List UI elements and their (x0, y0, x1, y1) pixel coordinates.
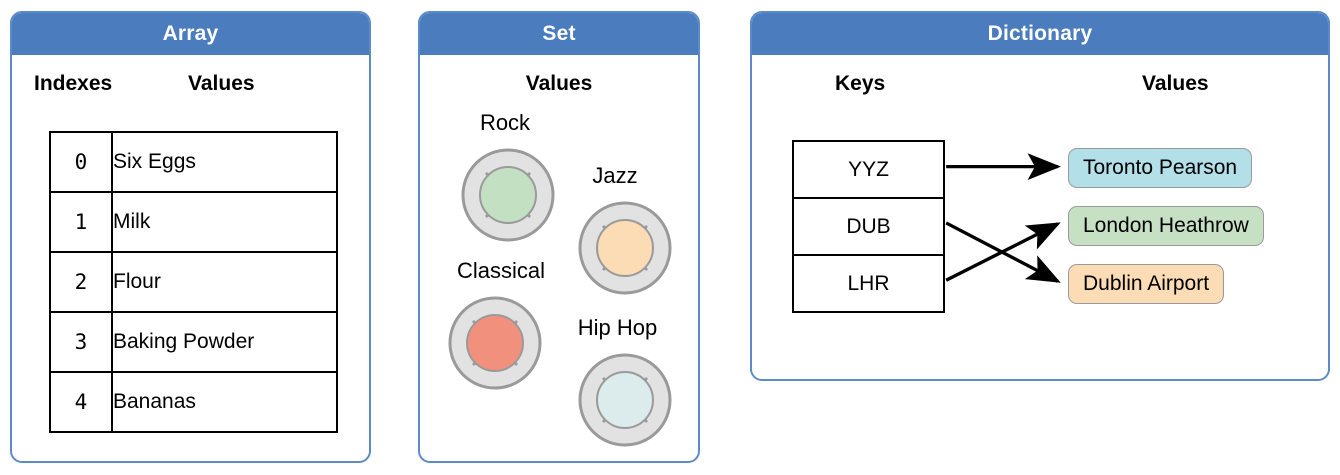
dictionary-key-cell: DUB (792, 197, 945, 256)
set-panel-title: Set (420, 13, 698, 55)
dictionary-value-label: Dublin Airport (1083, 272, 1210, 295)
array-value-cell: Bananas (111, 371, 338, 433)
arrow-lhr-to-heathrow (945, 222, 1061, 282)
table-row: 1 Milk (49, 191, 338, 253)
table-row: 4 Bananas (49, 371, 338, 433)
array-column-header-values: Values (188, 72, 255, 95)
array-panel-title: Array (12, 13, 369, 55)
array-value-cell: Flour (111, 251, 338, 313)
array-index-cell: 0 (49, 131, 113, 193)
dictionary-value-pill-heathrow: London Heathrow (1068, 206, 1264, 246)
array-panel: Array Indexes Values 0 Six Eggs 1 Milk 2 (10, 11, 371, 463)
array-panel-body: Indexes Values 0 Six Eggs 1 Milk 2 Flour (12, 55, 369, 461)
set-item-label: Jazz (592, 163, 638, 188)
array-index-cell: 2 (49, 251, 113, 313)
table-row: 3 Baking Powder (49, 311, 338, 373)
dictionary-value-pill-toronto: Toronto Pearson (1068, 148, 1253, 188)
dictionary-column-header-keys: Keys (835, 72, 886, 95)
array-column-header-indexes: Indexes (34, 72, 113, 95)
record-disc-icon (461, 148, 555, 242)
table-row: DUB (792, 197, 945, 256)
array-index-cell: 1 (49, 191, 113, 253)
table-row: LHR (792, 254, 945, 313)
table-row: YYZ (792, 140, 945, 199)
array-table: 0 Six Eggs 1 Milk 2 Flour 3 Baking Powde… (49, 131, 338, 433)
set-item-label: Rock (479, 110, 531, 135)
table-row: 2 Flour (49, 251, 338, 313)
record-disc-icon (578, 353, 672, 447)
array-value-cell: Milk (111, 191, 338, 253)
dictionary-panel-title: Dictionary (752, 13, 1328, 55)
dictionary-panel: Dictionary Keys Values YYZ DUB LHR (750, 11, 1330, 381)
dictionary-column-header-values: Values (1142, 72, 1209, 95)
record-disc-icon (448, 296, 542, 390)
array-value-cell: Baking Powder (111, 311, 338, 373)
dictionary-key-cell: YYZ (792, 140, 945, 199)
set-item-label: Hip Hop (577, 315, 658, 340)
set-panel: Set Values Rock Jazz (418, 11, 700, 463)
array-index-cell: 4 (49, 371, 113, 433)
dictionary-value-pill-dublin: Dublin Airport (1068, 264, 1225, 304)
record-disc-icon (578, 201, 672, 295)
arrow-dub-to-dublin (945, 221, 1061, 283)
array-value-cell: Six Eggs (111, 131, 338, 193)
dictionary-value-label: Toronto Pearson (1083, 156, 1238, 179)
dictionary-value-label: London Heathrow (1083, 214, 1249, 237)
table-row: 0 Six Eggs (49, 131, 338, 193)
dictionary-keys-box: YYZ DUB LHR (792, 140, 945, 313)
dictionary-panel-body: Keys Values YYZ DUB LHR Toronto Pear (752, 55, 1328, 379)
set-panel-body: Values Rock Jazz (420, 55, 698, 461)
array-index-cell: 3 (49, 311, 113, 373)
set-column-header-values: Values (525, 72, 593, 95)
dictionary-key-cell: LHR (792, 254, 945, 313)
set-item-label: Classical (456, 258, 546, 283)
